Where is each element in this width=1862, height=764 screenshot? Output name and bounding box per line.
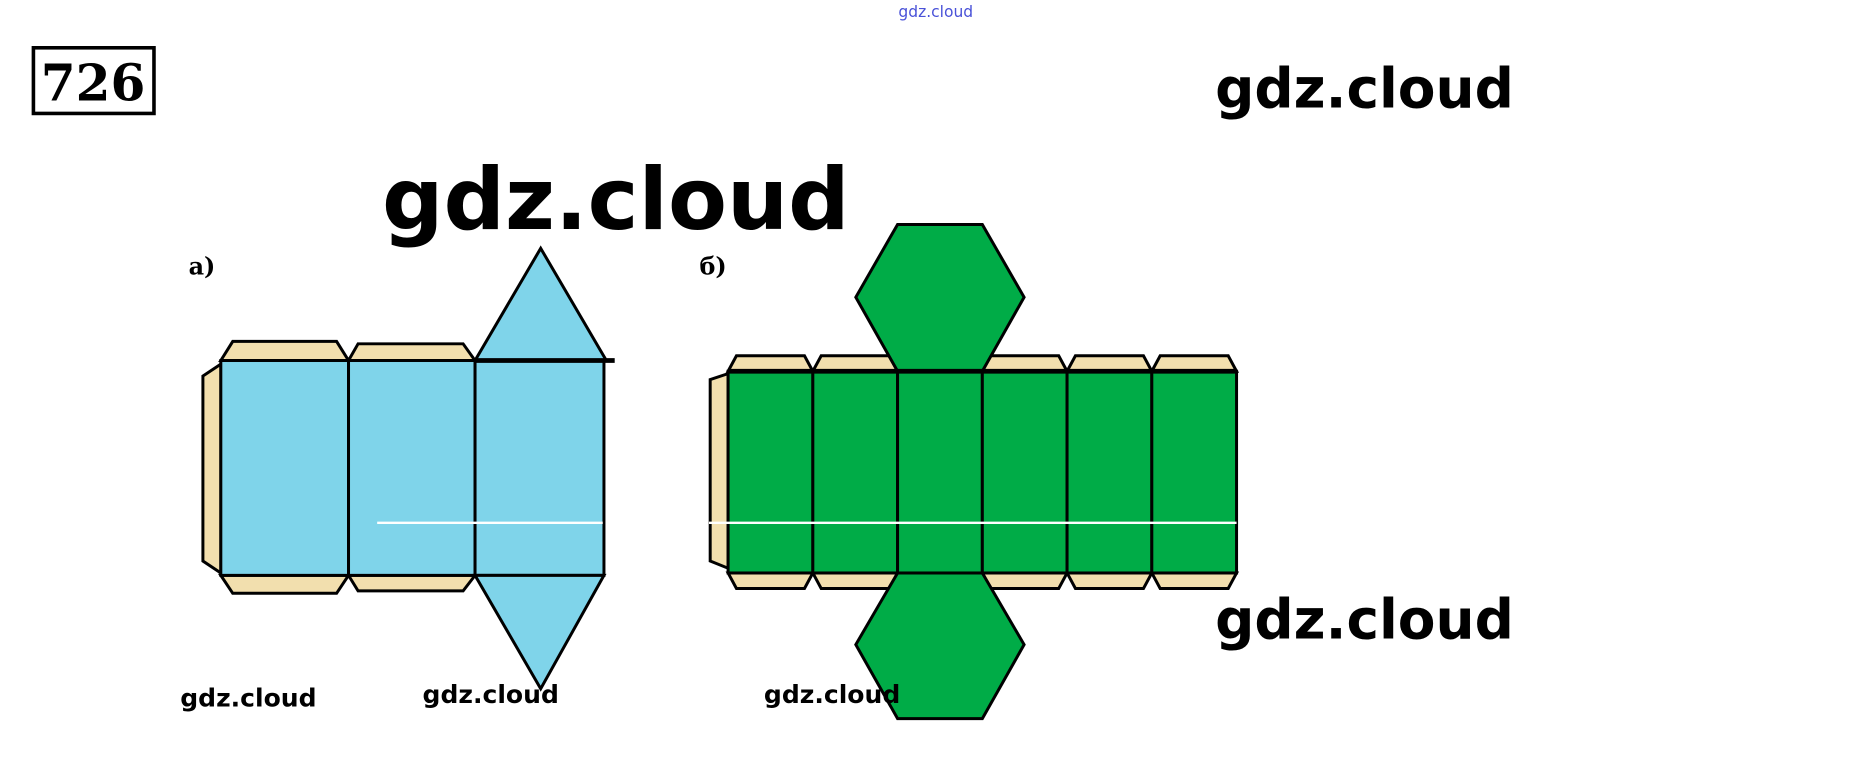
glue-flap [1149, 571, 1240, 590]
lateral-face [1065, 369, 1154, 575]
glue-flap [979, 571, 1070, 590]
figure-b-hexagonal-prism-net [708, 222, 1240, 721]
lateral-face [896, 369, 984, 575]
watermark: gdz.cloud [382, 150, 850, 250]
lateral-face [811, 369, 900, 575]
lateral-face [980, 369, 1069, 575]
glue-flap [810, 571, 901, 590]
figure-b-label: б) [699, 253, 726, 281]
watermark: gdz.cloud [423, 680, 559, 709]
top-watermark: gdz.cloud [898, 3, 973, 21]
lateral-face [1150, 369, 1239, 575]
watermark: gdz.cloud [180, 684, 316, 713]
problem-number: 726 [41, 53, 146, 112]
figure-a-triangular-prism-net [201, 245, 615, 692]
watermark: gdz.cloud [1215, 588, 1514, 652]
lateral-face [726, 369, 815, 575]
figure-a-label: а) [189, 253, 216, 281]
glue-flap [1064, 571, 1155, 590]
problem-number-box: 726 [31, 46, 156, 116]
watermark: gdz.cloud [1215, 56, 1514, 120]
glue-flap [725, 571, 816, 590]
watermark: gdz.cloud [764, 680, 900, 709]
